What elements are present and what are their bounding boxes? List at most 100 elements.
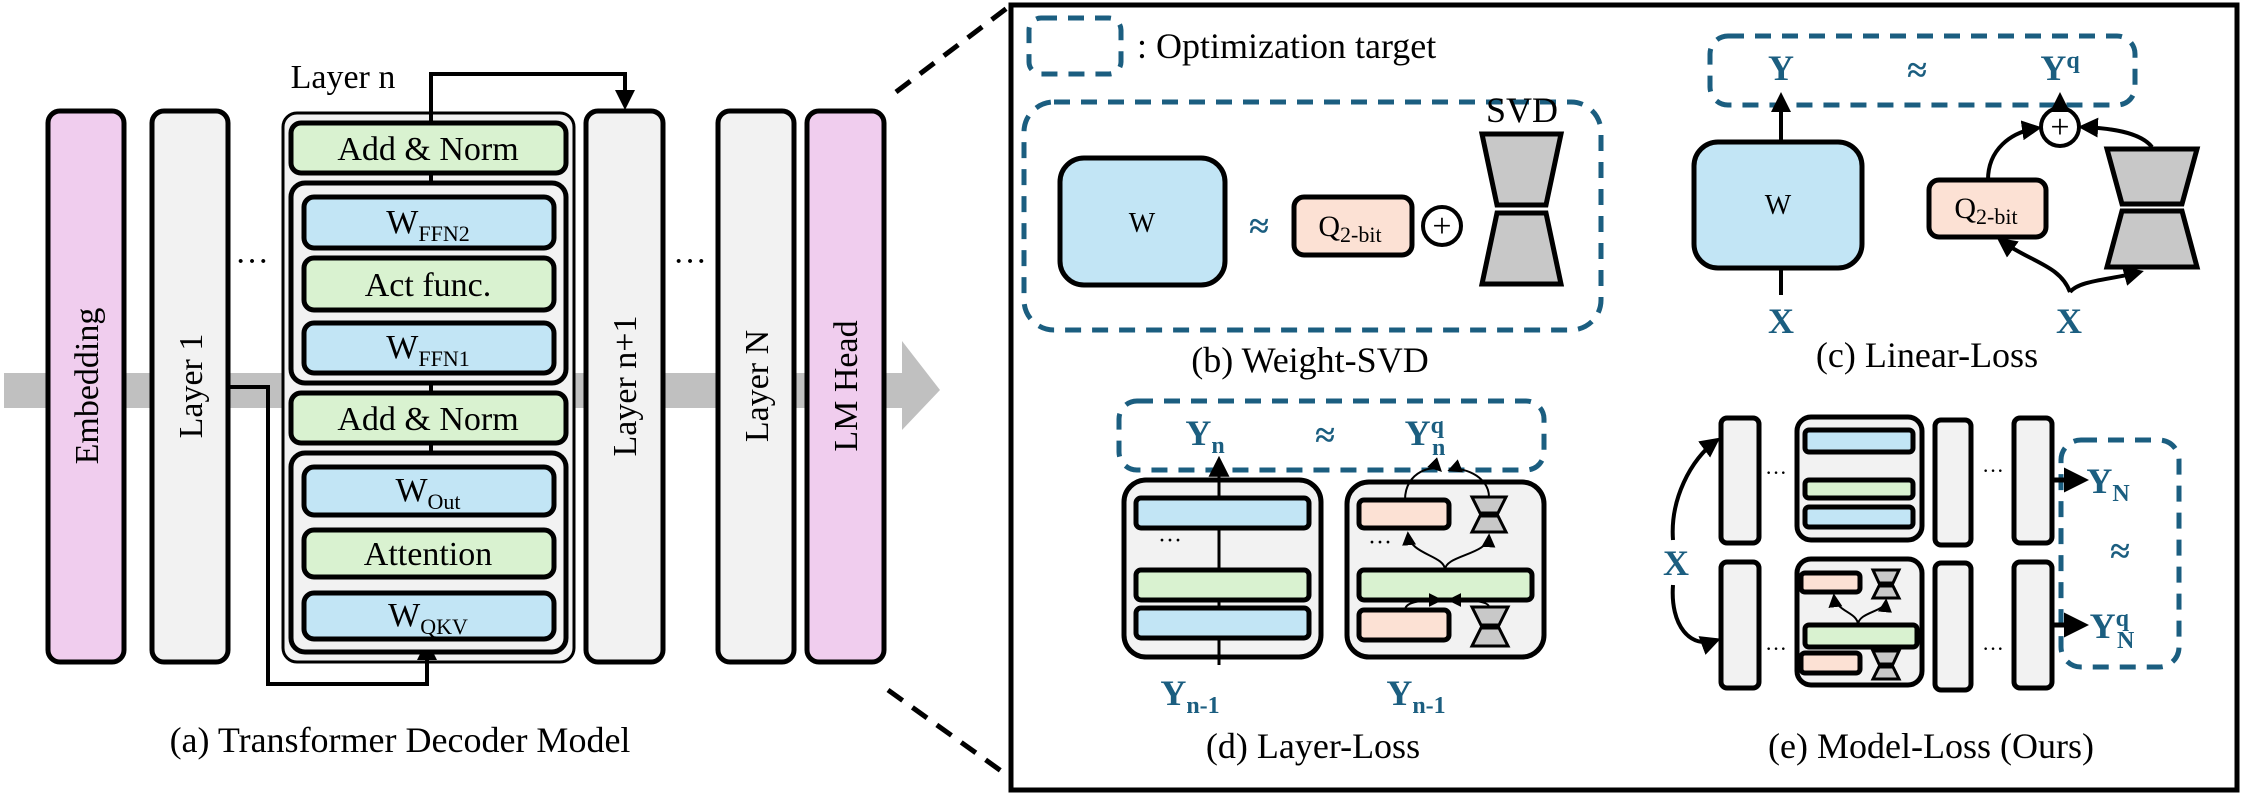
layer-block	[1932, 560, 1974, 693]
add-norm-top-label: Add & Norm	[337, 131, 518, 168]
plus-symbol: +	[1432, 208, 1451, 245]
svd-hourglass-icon	[2103, 208, 2201, 270]
flow-arrowhead	[902, 341, 940, 430]
arrow	[1857, 598, 1892, 626]
svd-hourglass-icon	[1469, 495, 1509, 515]
arrow	[1404, 593, 1443, 611]
optimization-target-box	[1116, 398, 1547, 473]
arrow	[1670, 584, 1721, 655]
lm-head-label: LM Head	[828, 320, 865, 451]
approx-symbol: ≈	[1907, 50, 1927, 90]
arrow	[2078, 117, 2154, 149]
arrow	[1828, 593, 1859, 626]
layer-1-label: Layer 1	[173, 334, 210, 439]
weight-bar	[1802, 427, 1916, 455]
weight-bar	[1133, 605, 1312, 641]
quant-bar	[1356, 497, 1452, 531]
legend-text: : Optimization target	[1137, 26, 1436, 66]
quant-bar	[1798, 570, 1863, 595]
w-label: W	[1129, 208, 1156, 239]
svd-hourglass-icon	[1478, 210, 1565, 287]
layer-n-title: Layer n	[291, 59, 396, 96]
arrow	[1402, 531, 1446, 571]
ellipsis: ···	[673, 243, 707, 280]
approx-symbol: ≈	[1249, 206, 1269, 246]
approx-symbol: ≈	[2110, 531, 2130, 571]
yq-label: Yq	[2040, 48, 2080, 88]
optimization-target-box	[1021, 99, 1604, 333]
attention-label: Attention	[364, 536, 492, 573]
layer-n1-block	[583, 108, 666, 665]
layer-N-label: Layer N	[739, 330, 776, 442]
w-matrix	[1691, 139, 1865, 271]
arrow	[1447, 593, 1490, 608]
caption-b: (b) Weight-SVD	[1191, 340, 1428, 380]
x-label: X	[1663, 543, 1689, 583]
q2bit-label: Q2-bit	[1954, 192, 2017, 229]
residual-arrow	[429, 72, 635, 113]
arrow	[1996, 237, 2072, 293]
arrow	[1986, 120, 2042, 181]
svd-hourglass-icon	[1870, 649, 1902, 666]
w-label: W	[1765, 190, 1792, 221]
norm-bar	[1356, 567, 1535, 603]
arrow	[1447, 459, 1490, 498]
act-func-label: Act func.	[365, 267, 492, 304]
legend: : Optimization target	[1026, 15, 1436, 77]
yn1-left-label: Yn-1	[1160, 673, 1219, 719]
optimization-target-box	[1707, 33, 2138, 108]
layer-block	[1718, 559, 1762, 691]
ellipsis: ···	[235, 243, 269, 280]
w-ffn2-block	[301, 194, 557, 251]
add-norm-top	[288, 120, 569, 176]
layer-block	[2011, 415, 2055, 546]
arrow	[1404, 457, 1442, 501]
svd-hourglass-icon	[1870, 665, 1902, 681]
caption-d: (d) Layer-Loss	[1206, 726, 1420, 766]
ellipsis: ···	[1765, 636, 1787, 661]
ellipsis: ···	[1368, 530, 1392, 556]
svd-hourglass-icon	[1478, 131, 1565, 208]
caption-e: (e) Model-Loss (Ours)	[1768, 726, 2094, 766]
layer-block	[1718, 415, 1762, 546]
embedding-label: Embedding	[69, 308, 106, 465]
yn1-right-label: Yn-1	[1386, 673, 1445, 719]
w-qkv-block	[301, 590, 557, 642]
x-left-label: X	[1768, 301, 1794, 341]
add-norm-bottom-label: Add & Norm	[337, 401, 518, 438]
layer-1-output-arrow	[228, 385, 437, 686]
ellipsis: ···	[1158, 528, 1182, 554]
w-ffn1-block	[301, 320, 557, 376]
norm-bar	[1133, 567, 1312, 603]
lm-head-block	[804, 108, 887, 665]
x-right-label: X	[2056, 301, 2082, 341]
panel-c-linear-loss: Y ≈ Yq W X Q2-bit + X (c) Linear-Loss	[1691, 33, 2201, 375]
detail-panel	[1008, 2, 2240, 793]
ellipsis: ···	[1982, 636, 2004, 661]
plus-symbol: +	[2050, 109, 2069, 146]
svd-hourglass-icon	[2103, 146, 2201, 207]
approx-symbol: ≈	[1315, 415, 1335, 455]
arrow	[1444, 533, 1496, 571]
yN-label: YN	[2086, 461, 2130, 507]
ellipsis: ···	[1982, 458, 2004, 483]
w-qkv-label: WQKV	[388, 597, 468, 639]
attention-block	[301, 527, 557, 580]
layer-n1-label: Layer n+1	[607, 316, 644, 457]
w-matrix	[1057, 155, 1228, 288]
plus-circle-icon	[1421, 205, 1463, 247]
layer-block	[1932, 417, 1974, 548]
weight-bar	[1133, 495, 1312, 531]
y-label: Y	[1768, 48, 1794, 88]
caption-c: (c) Linear-Loss	[1816, 335, 2038, 375]
ellipsis: ···	[1765, 460, 1787, 485]
svd-hourglass-icon	[1469, 514, 1509, 534]
layer-N-block	[715, 108, 797, 665]
q2bit-block	[1291, 194, 1415, 258]
yn-label: Yn	[1185, 413, 1224, 459]
zoom-line-bottom	[886, 687, 1013, 781]
w-ffn2-label: WFFN2	[386, 204, 469, 246]
caption-a: (a) Transformer Decoder Model	[170, 720, 631, 760]
svd-hourglass-icon	[1469, 626, 1511, 648]
